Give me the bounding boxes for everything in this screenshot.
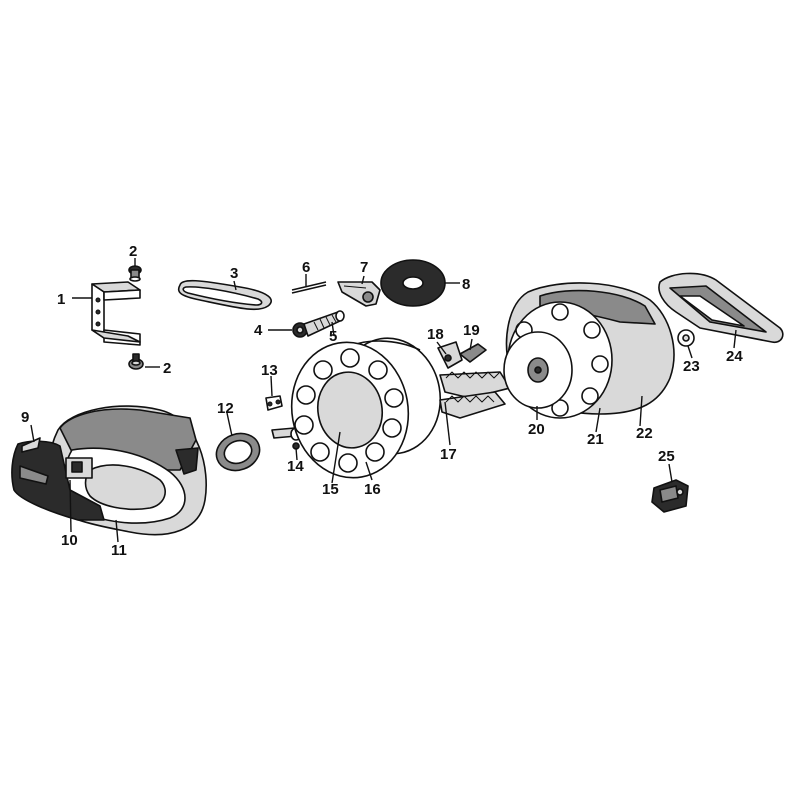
part-mounting-bracket <box>91 281 141 346</box>
callout-5: 5 <box>329 328 337 345</box>
callout-20: 20 <box>528 421 545 438</box>
part-handle-arm <box>658 272 784 344</box>
part-threaded-shaft <box>303 310 345 337</box>
callout-15: 15 <box>322 481 339 498</box>
callout-2-bottom: 2 <box>163 360 171 377</box>
callout-1: 1 <box>57 291 65 308</box>
part-handle-clip <box>65 457 93 479</box>
callout-4: 4 <box>254 322 263 339</box>
part-drive-belt <box>177 279 272 311</box>
callout-labels: 1 2 2 3 4 5 6 7 8 9 10 11 12 13 14 15 16… <box>21 243 743 559</box>
part-screw-bottom <box>128 353 144 370</box>
part-pawl-lever <box>437 341 463 369</box>
part-washer <box>677 329 695 347</box>
callout-13: 13 <box>261 362 278 379</box>
callout-11: 11 <box>111 542 127 559</box>
part-gasket-ring <box>215 432 261 472</box>
part-inner-disc <box>503 331 573 409</box>
callout-18: 18 <box>427 326 444 343</box>
callout-7: 7 <box>360 259 368 276</box>
callout-24: 24 <box>726 348 743 365</box>
callout-22: 22 <box>636 425 653 442</box>
callout-3: 3 <box>230 265 238 282</box>
part-knob <box>651 479 689 513</box>
part-latch-plate <box>337 281 381 307</box>
callout-9: 9 <box>21 409 29 426</box>
callout-2-top: 2 <box>129 243 137 260</box>
callout-14: 14 <box>287 458 304 475</box>
part-friction-disc <box>380 259 446 307</box>
callout-19: 19 <box>463 322 480 339</box>
part-small-clip <box>265 395 283 411</box>
part-ratchet-gear <box>439 371 511 419</box>
callout-17: 17 <box>440 446 457 463</box>
callout-6: 6 <box>302 259 310 276</box>
part-reel-drum <box>290 337 442 479</box>
leader-lines <box>30 258 737 543</box>
callout-25: 25 <box>658 448 675 465</box>
callout-16: 16 <box>364 481 381 498</box>
callout-10: 10 <box>61 532 78 549</box>
callout-8: 8 <box>462 276 470 293</box>
callout-23: 23 <box>683 358 700 375</box>
part-pin <box>291 281 327 294</box>
callout-12: 12 <box>217 400 234 417</box>
part-screw-top <box>128 265 142 282</box>
part-pawl-spring <box>459 343 487 363</box>
callout-21: 21 <box>587 431 604 448</box>
